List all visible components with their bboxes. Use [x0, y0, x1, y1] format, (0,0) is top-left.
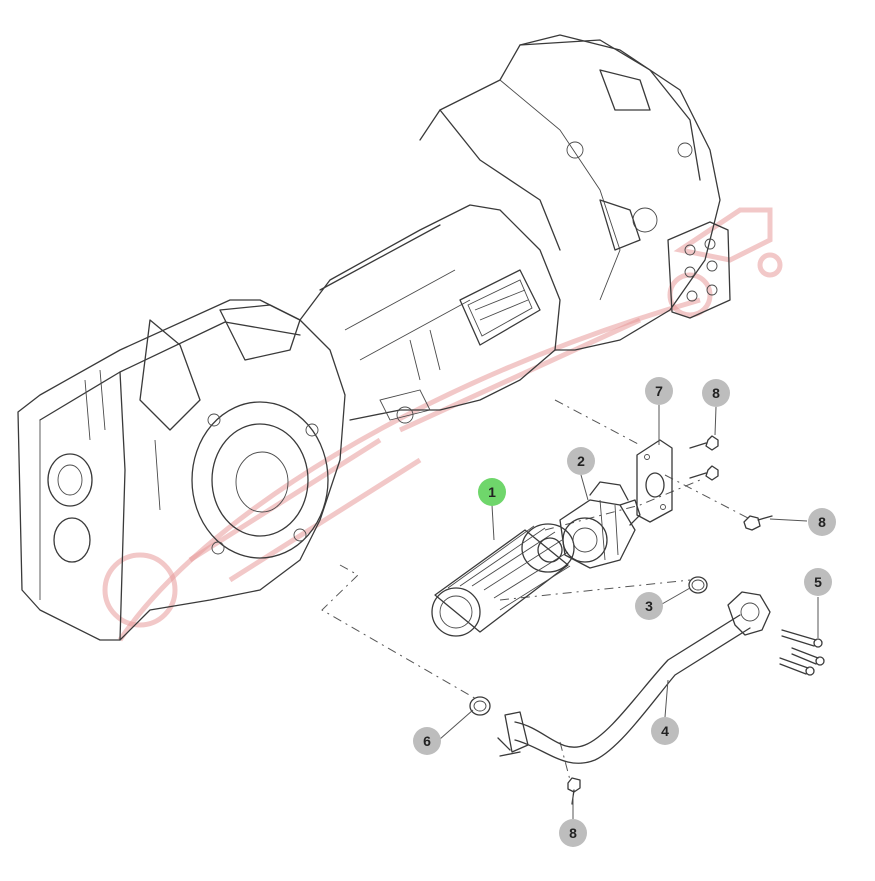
- callout-1[interactable]: 1: [478, 478, 506, 506]
- watermark-logo: [102, 207, 783, 642]
- callout-8a-label: 8: [712, 385, 720, 401]
- callout-6[interactable]: 6: [413, 727, 441, 755]
- callout-4-label: 4: [661, 723, 669, 739]
- callout-2-label: 2: [577, 453, 585, 469]
- leader-lines: [439, 405, 819, 819]
- assembly-lines: [321, 399, 749, 781]
- part-7-gasket[interactable]: [636, 439, 673, 523]
- part-4-suction-pipe[interactable]: [497, 591, 771, 764]
- callout-8b-label: 8: [818, 514, 826, 530]
- part-5-bolts[interactable]: [779, 629, 825, 676]
- callout-5[interactable]: 5: [804, 568, 832, 596]
- transmission-housing: [17, 34, 731, 641]
- callout-7-label: 7: [655, 383, 663, 399]
- part-6-o-ring[interactable]: [469, 696, 491, 716]
- part-8-bolts[interactable]: [567, 435, 773, 805]
- callout-2[interactable]: 2: [567, 447, 595, 475]
- callout-7[interactable]: 7: [645, 377, 673, 405]
- part-1-filter-element[interactable]: [431, 523, 575, 637]
- callout-6-label: 6: [423, 733, 431, 749]
- callout-3-label: 3: [645, 598, 653, 614]
- part-2-filter-housing[interactable]: [559, 481, 641, 569]
- part-3-o-ring[interactable]: [688, 576, 708, 594]
- callout-8c[interactable]: 8: [559, 819, 587, 847]
- callout-1-label: 1: [488, 484, 496, 500]
- callout-8b[interactable]: 8: [808, 508, 836, 536]
- callouts: 1 2 3 4 5 6 7 8: [413, 377, 836, 847]
- callout-4[interactable]: 4: [651, 717, 679, 745]
- callout-8c-label: 8: [569, 825, 577, 841]
- callout-8a[interactable]: 8: [702, 379, 730, 407]
- callout-3[interactable]: 3: [635, 592, 663, 620]
- callout-5-label: 5: [814, 574, 822, 590]
